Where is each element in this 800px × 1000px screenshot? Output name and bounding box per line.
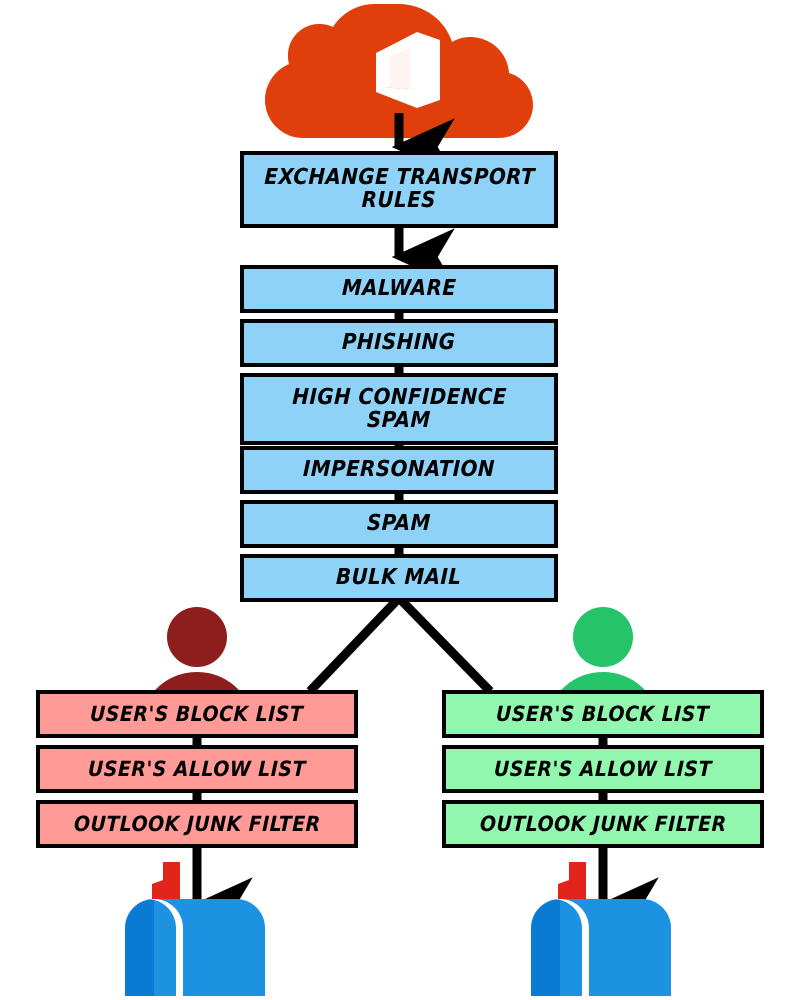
branch-right-box-users-block-list[interactable]: USER'S BLOCK LIST <box>442 690 764 738</box>
stage-box-exchange-transport-rules[interactable]: EXCHANGE TRANSPORT RULES <box>240 151 558 228</box>
stage-label-malware: MALWARE <box>341 276 457 302</box>
stage-label-impersonation: IMPERSONATION <box>302 457 496 483</box>
branch-right-label-users-allow-list: USER'S ALLOW LIST <box>493 756 713 781</box>
stage-label-exchange-transport-rules: EXCHANGE TRANSPORT RULES <box>263 165 536 214</box>
office-365-cloud-icon <box>265 4 533 138</box>
stage-label-spam: SPAM <box>366 511 432 537</box>
stage-box-spam[interactable]: SPAM <box>240 500 558 548</box>
mailbox-right-icon <box>531 862 671 996</box>
stage-label-phishing: PHISHING <box>341 330 457 356</box>
stage-box-malware[interactable]: MALWARE <box>240 265 558 313</box>
branch-line-left <box>306 591 406 695</box>
stage-label-bulk-mail: BULK MAIL <box>335 565 463 591</box>
stage-box-high-confidence-spam[interactable]: HIGH CONFIDENCE SPAM <box>240 373 558 445</box>
stage-box-impersonation[interactable]: IMPERSONATION <box>240 446 558 494</box>
branch-right-box-users-allow-list[interactable]: USER'S ALLOW LIST <box>442 745 764 793</box>
branch-left-box-users-allow-list[interactable]: USER'S ALLOW LIST <box>36 745 358 793</box>
branch-right-box-outlook-junk-filter[interactable]: OUTLOOK JUNK FILTER <box>442 800 764 848</box>
branch-left-box-users-block-list[interactable]: USER'S BLOCK LIST <box>36 690 358 738</box>
branch-left-label-users-allow-list: USER'S ALLOW LIST <box>87 756 307 781</box>
stage-box-phishing[interactable]: PHISHING <box>240 319 558 367</box>
branch-right-label-users-block-list: USER'S BLOCK LIST <box>495 701 711 726</box>
branch-left-label-users-block-list: USER'S BLOCK LIST <box>89 701 305 726</box>
branch-left-box-outlook-junk-filter[interactable]: OUTLOOK JUNK FILTER <box>36 800 358 848</box>
branch-left-label-outlook-junk-filter: OUTLOOK JUNK FILTER <box>73 811 321 836</box>
stage-box-bulk-mail[interactable]: BULK MAIL <box>240 554 558 602</box>
branch-right-label-outlook-junk-filter: OUTLOOK JUNK FILTER <box>479 811 727 836</box>
branch-line-right <box>392 591 494 695</box>
mailbox-left-icon <box>125 862 265 996</box>
stage-label-high-confidence-spam: HIGH CONFIDENCE SPAM <box>291 384 508 433</box>
